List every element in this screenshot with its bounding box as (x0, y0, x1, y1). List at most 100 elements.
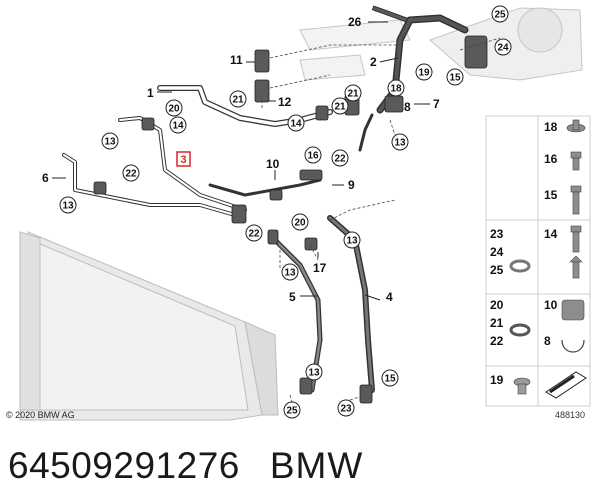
parts-diagram: 1 2 4 5 6 7 8 9 10 11 12 17 26 3 13 13 1… (6, 5, 591, 421)
bolt-14-icon (570, 225, 582, 253)
svg-text:21: 21 (232, 95, 244, 106)
drawing-number: 488130 (555, 410, 585, 420)
callout-circle-20-b: 20 (291, 213, 309, 231)
legend-label-18: 18 (544, 120, 558, 134)
svg-text:24: 24 (497, 43, 509, 54)
legend-label-16: 16 (544, 152, 558, 166)
clamps (93, 5, 488, 404)
dashed-leaders (261, 37, 501, 406)
brand-name: BMW (269, 445, 364, 486)
fastener-legend: 18 16 15 14 10 8 23 24 25 20 (485, 115, 591, 420)
callout-circle-23: 23 (337, 399, 355, 417)
bolt-16-icon (570, 151, 582, 171)
svg-text:25: 25 (494, 10, 506, 21)
legend-label-24: 24 (490, 245, 504, 259)
callout-1: 1 (147, 86, 154, 100)
callout-circle-24: 24 (494, 38, 512, 56)
legend-label-23: 23 (490, 227, 504, 241)
callout-circle-20-a: 20 (165, 99, 183, 117)
svg-text:18: 18 (390, 84, 402, 95)
callout-10: 10 (266, 157, 280, 171)
callout-circle-13-e: 13 (281, 263, 299, 281)
clip-8-icon (561, 339, 585, 353)
callout-circle-22-b: 22 (245, 224, 263, 242)
copyright-text: © 2020 BMW AG (6, 410, 75, 420)
callout-circle-25-a: 25 (491, 5, 509, 23)
callout-circle-25-b: 25 (283, 401, 301, 419)
legend-label-8: 8 (544, 334, 551, 348)
callout-circle-13-c: 13 (391, 133, 409, 151)
svg-text:21: 21 (334, 102, 346, 113)
legend-label-10: 10 (544, 298, 558, 312)
callout-9: 9 (348, 178, 355, 192)
svg-text:25: 25 (286, 406, 298, 417)
callout-circle-15-a: 15 (446, 68, 464, 86)
legend-label-19: 19 (490, 373, 504, 387)
callout-circle-13-a: 13 (101, 132, 119, 150)
svg-text:13: 13 (394, 138, 406, 149)
svg-text:20: 20 (294, 218, 306, 229)
clip-10-icon (561, 299, 585, 321)
legend-label-14: 14 (544, 227, 558, 241)
callout-3: 3 (180, 154, 186, 166)
callout-6: 6 (42, 171, 49, 185)
callout-12: 12 (278, 95, 292, 109)
o-ring-23-icon (509, 259, 531, 273)
svg-text:13: 13 (104, 137, 116, 148)
svg-text:13: 13 (284, 268, 296, 279)
svg-text:13: 13 (62, 201, 74, 212)
callout-circle-14-b: 14 (287, 114, 305, 132)
grommet-19-icon (513, 377, 531, 395)
callout-circle-21-b: 21 (331, 97, 349, 115)
svg-text:16: 16 (307, 151, 319, 162)
legend-label-20: 20 (490, 298, 504, 312)
svg-text:13: 13 (346, 236, 358, 247)
callout-17: 17 (313, 261, 327, 275)
legend-label-21: 21 (490, 316, 504, 330)
callout-26: 26 (348, 15, 362, 29)
highlighted-callout: 3 (176, 151, 191, 167)
callout-circle-21-c: 21 (344, 84, 362, 102)
callout-circle-21-a: 21 (229, 90, 247, 108)
callout-circle-15-b: 15 (381, 369, 399, 387)
bolt-15-icon (570, 185, 582, 215)
svg-text:14: 14 (172, 121, 184, 132)
callout-circle-19: 19 (415, 63, 433, 81)
callout-circle-13-b: 13 (59, 196, 77, 214)
callout-circle-16: 16 (304, 146, 322, 164)
foam-strip-icon (545, 371, 587, 399)
svg-text:22: 22 (125, 169, 137, 180)
callout-2: 2 (370, 55, 377, 69)
callout-circle-13-d: 13 (343, 231, 361, 249)
svg-text:23: 23 (340, 404, 352, 415)
bolt-18-icon (566, 119, 586, 133)
callout-4: 4 (386, 290, 393, 304)
part-number-bar: 64509291276 BMW (8, 436, 363, 496)
svg-text:20: 20 (168, 104, 180, 115)
callout-circle-22-a: 22 (122, 164, 140, 182)
radiator-ghost (19, 231, 279, 421)
svg-text:15: 15 (384, 374, 396, 385)
plain-callouts: 1 2 4 5 6 7 8 9 10 11 12 17 26 (42, 15, 440, 304)
callout-circle-13-f: 13 (305, 363, 323, 381)
svg-text:21: 21 (347, 89, 359, 100)
callout-5: 5 (289, 290, 296, 304)
svg-text:13: 13 (308, 368, 320, 379)
svg-text:22: 22 (248, 229, 260, 240)
circled-callouts: 13 13 13 13 13 13 14 14 15 15 16 18 19 2… (59, 5, 512, 419)
callout-7: 7 (433, 97, 440, 111)
legend-label-15: 15 (544, 188, 558, 202)
svg-text:14: 14 (290, 119, 302, 130)
svg-text:22: 22 (334, 154, 346, 165)
callout-8: 8 (404, 100, 411, 114)
svg-text:15: 15 (449, 73, 461, 84)
callout-circle-22-c: 22 (331, 149, 349, 167)
callout-circle-14-a: 14 (169, 116, 187, 134)
o-ring-20-icon (509, 323, 531, 337)
part-number: 64509291276 (8, 445, 240, 486)
callout-11: 11 (230, 53, 243, 67)
svg-text:19: 19 (418, 68, 430, 79)
legend-label-25: 25 (490, 263, 504, 277)
legend-label-22: 22 (490, 334, 504, 348)
bolt-unlabeled-icon (569, 255, 583, 279)
